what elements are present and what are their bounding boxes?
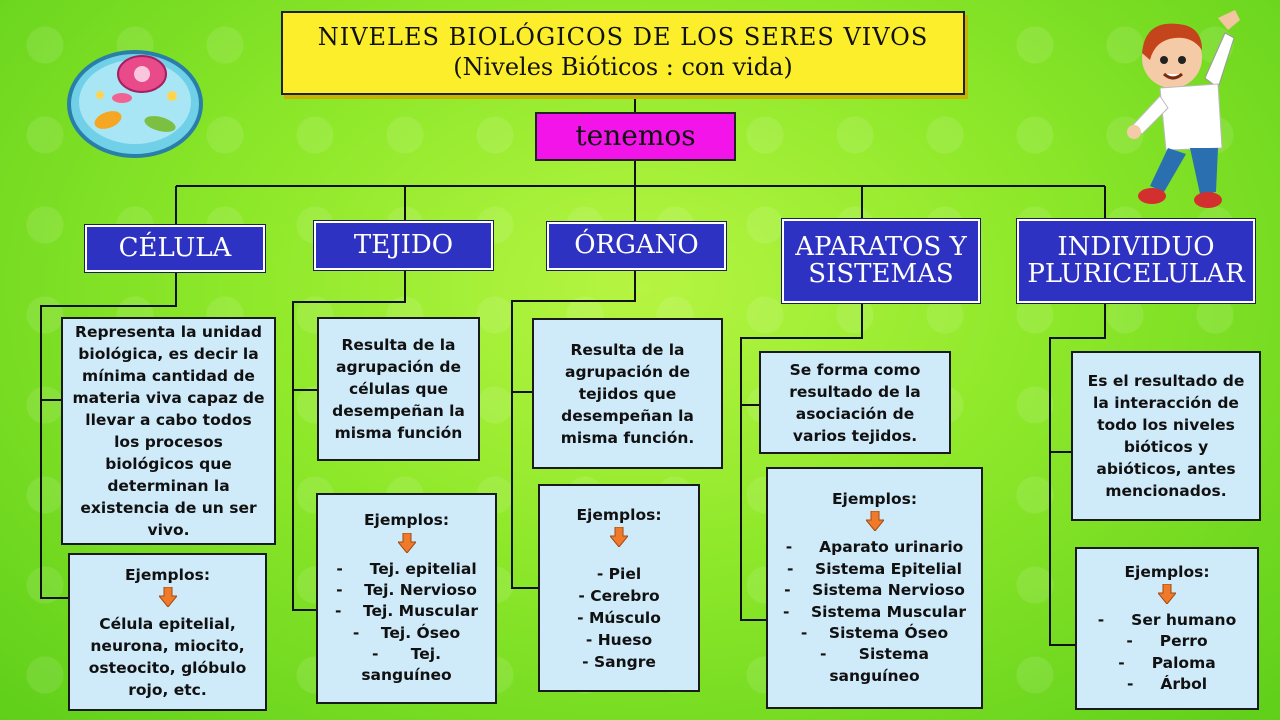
category-tejido: TEJIDO <box>313 220 494 271</box>
examples-tejido: Ejemplos: - Tej. epitelial - Tej. Nervio… <box>316 493 497 704</box>
down-arrow-icon <box>397 532 416 553</box>
description-individuo: Es el resultado de la interacción de tod… <box>1071 351 1261 521</box>
title-line-2: (Niveles Bióticos : con vida) <box>453 53 793 81</box>
category-aparatos-sistemas: APARATOS Y SISTEMAS <box>781 218 981 304</box>
example-item: - Sistema Epitelial <box>787 559 962 578</box>
example-item: - Ser humano <box>1097 610 1237 629</box>
example-item: - Sistema Muscular <box>783 602 966 621</box>
example-item: sanguíneo <box>361 666 452 685</box>
example-item: - Tej. Nervioso <box>336 580 477 599</box>
example-item: - Tej. Óseo <box>352 623 461 642</box>
example-item: - Paloma <box>1118 653 1216 672</box>
examples-individuo: Ejemplos: - Ser humano - Perro - Paloma … <box>1075 547 1259 710</box>
examples-label: Ejemplos: <box>576 505 662 524</box>
example-item: - Sistema Óseo <box>800 623 949 642</box>
example-item: Célula epitelial, neurona, miocito, oste… <box>88 614 247 699</box>
example-item: - Hueso <box>585 630 653 649</box>
examples-celula: Ejemplos: Célula epitelial, neurona, mio… <box>68 553 267 711</box>
examples-organo: Ejemplos: - Piel - Cerebro - Músculo - H… <box>538 484 700 692</box>
examples-label: Ejemplos: <box>831 490 918 508</box>
down-arrow-icon <box>865 511 884 532</box>
example-item: - Árbol <box>1126 675 1208 694</box>
examples-label: Ejemplos: <box>1124 562 1210 581</box>
example-item: - Aparato urinario <box>785 538 964 557</box>
example-item: - Piel <box>596 564 642 583</box>
down-arrow-icon <box>158 586 177 607</box>
title-banner: NIVELES BIOLÓGICOS DE LOS SERES VIVOS (N… <box>281 11 965 95</box>
example-item: - Cerebro <box>578 586 660 605</box>
example-item: - Perro <box>1126 632 1208 651</box>
example-item: sanguíneo <box>829 666 920 685</box>
example-item: - Músculo <box>577 608 661 627</box>
animal-cell-icon <box>67 50 203 158</box>
example-item: - Sistema Nervioso <box>784 581 965 600</box>
category-individuo-pluricelular: INDIVIDUO PLURICELULAR <box>1016 218 1256 304</box>
example-item: - Sistema <box>819 645 930 664</box>
down-arrow-icon <box>610 526 628 547</box>
description-celula: Representa la unidad biológica, es decir… <box>61 317 276 545</box>
description-text: Se forma como resultado de la asociación… <box>789 360 921 445</box>
category-organo: ÓRGANO <box>546 221 727 271</box>
hub-label: tenemos <box>535 112 736 161</box>
description-text: Resulta de la agrupación de tejidos que … <box>560 340 695 447</box>
description-organo: Resulta de la agrupación de tejidos que … <box>532 318 723 469</box>
description-tejido: Resulta de la agrupación de células que … <box>317 317 480 461</box>
example-item: - Tej. Muscular <box>335 602 478 621</box>
example-item: - Sangre <box>582 652 656 671</box>
down-arrow-icon <box>1158 583 1176 604</box>
jumping-boy-icon <box>1127 10 1240 208</box>
category-celula: CÉLULA <box>84 224 266 273</box>
example-item: - Tej. epitelial <box>336 559 477 578</box>
description-text: Es el resultado de la interacción de tod… <box>1087 372 1245 500</box>
example-item: - Tej. <box>371 645 442 664</box>
examples-aparatos: Ejemplos: - Aparato urinario - Sistema E… <box>766 467 983 709</box>
description-aparatos: Se forma como resultado de la asociación… <box>759 351 951 454</box>
examples-label: Ejemplos: <box>363 511 450 530</box>
examples-label: Ejemplos: <box>124 565 211 584</box>
description-text: Resulta de la agrupación de células que … <box>332 336 465 442</box>
description-text: Representa la unidad biológica, es decir… <box>72 323 265 539</box>
title-line-1: NIVELES BIOLÓGICOS DE LOS SERES VIVOS <box>317 23 929 51</box>
